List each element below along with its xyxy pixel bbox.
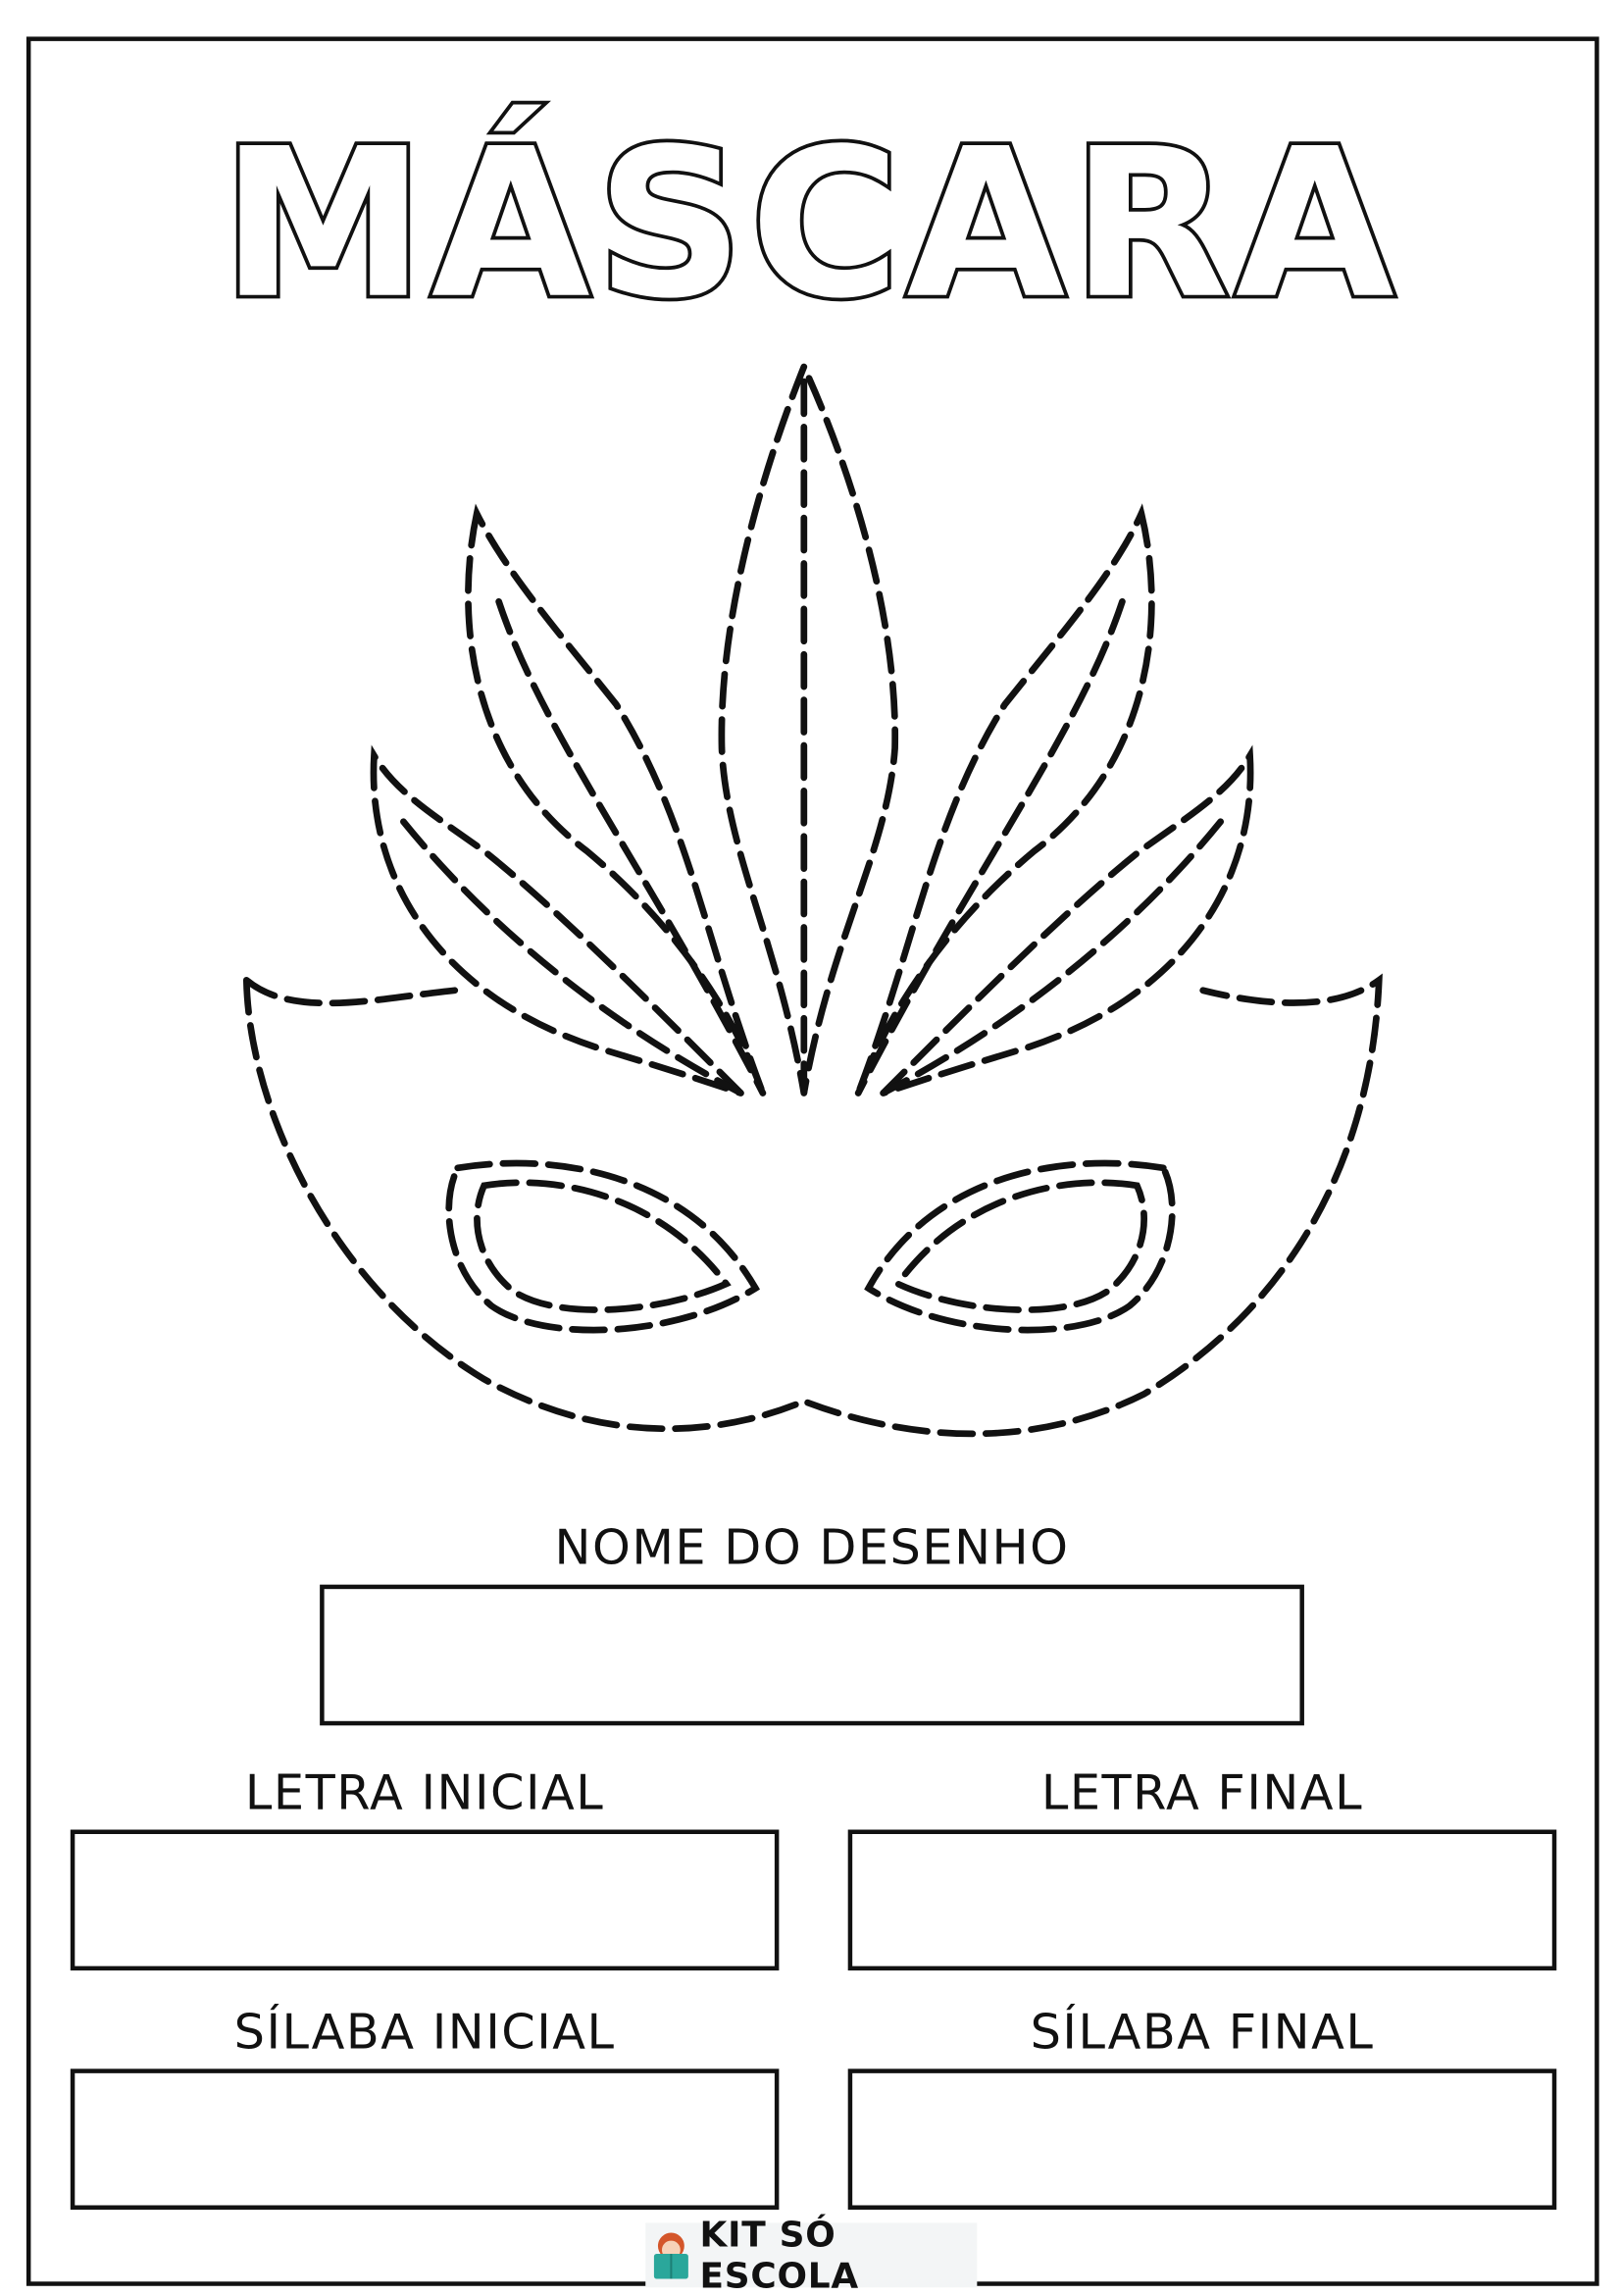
left-eye-rim bbox=[445, 1159, 760, 1334]
right-eye-rim bbox=[864, 1159, 1176, 1334]
right-upper-feather bbox=[854, 503, 1155, 1095]
first-letter-label: LETRA INICIAL bbox=[244, 1763, 605, 1821]
first-syllable-answer-box[interactable] bbox=[70, 2068, 780, 2210]
first-letter-answer-box[interactable] bbox=[70, 1829, 780, 1971]
name-label: NOME DO DESENHO bbox=[554, 1518, 1070, 1576]
last-letter-answer-box[interactable] bbox=[847, 1829, 1557, 1971]
reading-girl-icon bbox=[653, 2232, 688, 2279]
page-title: MÁSCARA bbox=[218, 102, 1400, 348]
right-lower-feather bbox=[881, 744, 1254, 1097]
name-answer-box[interactable] bbox=[320, 1584, 1304, 1726]
last-syllable-label: SÍLABA FINAL bbox=[1030, 2003, 1375, 2061]
brand-name: KIT SÓ ESCOLA bbox=[699, 2214, 859, 2296]
mask-outline bbox=[242, 973, 1383, 1438]
left-eye bbox=[474, 1179, 732, 1313]
left-upper-feather bbox=[465, 503, 767, 1095]
left-lower-feather bbox=[370, 744, 743, 1097]
brand-logo: KIT SÓ ESCOLA bbox=[645, 2214, 978, 2296]
last-letter-label: LETRA FINAL bbox=[1040, 1763, 1364, 1821]
right-eye bbox=[892, 1179, 1147, 1313]
center-feather bbox=[718, 358, 899, 1095]
first-syllable-label: SÍLABA INICIAL bbox=[233, 2003, 616, 2061]
last-syllable-answer-box[interactable] bbox=[847, 2068, 1557, 2210]
